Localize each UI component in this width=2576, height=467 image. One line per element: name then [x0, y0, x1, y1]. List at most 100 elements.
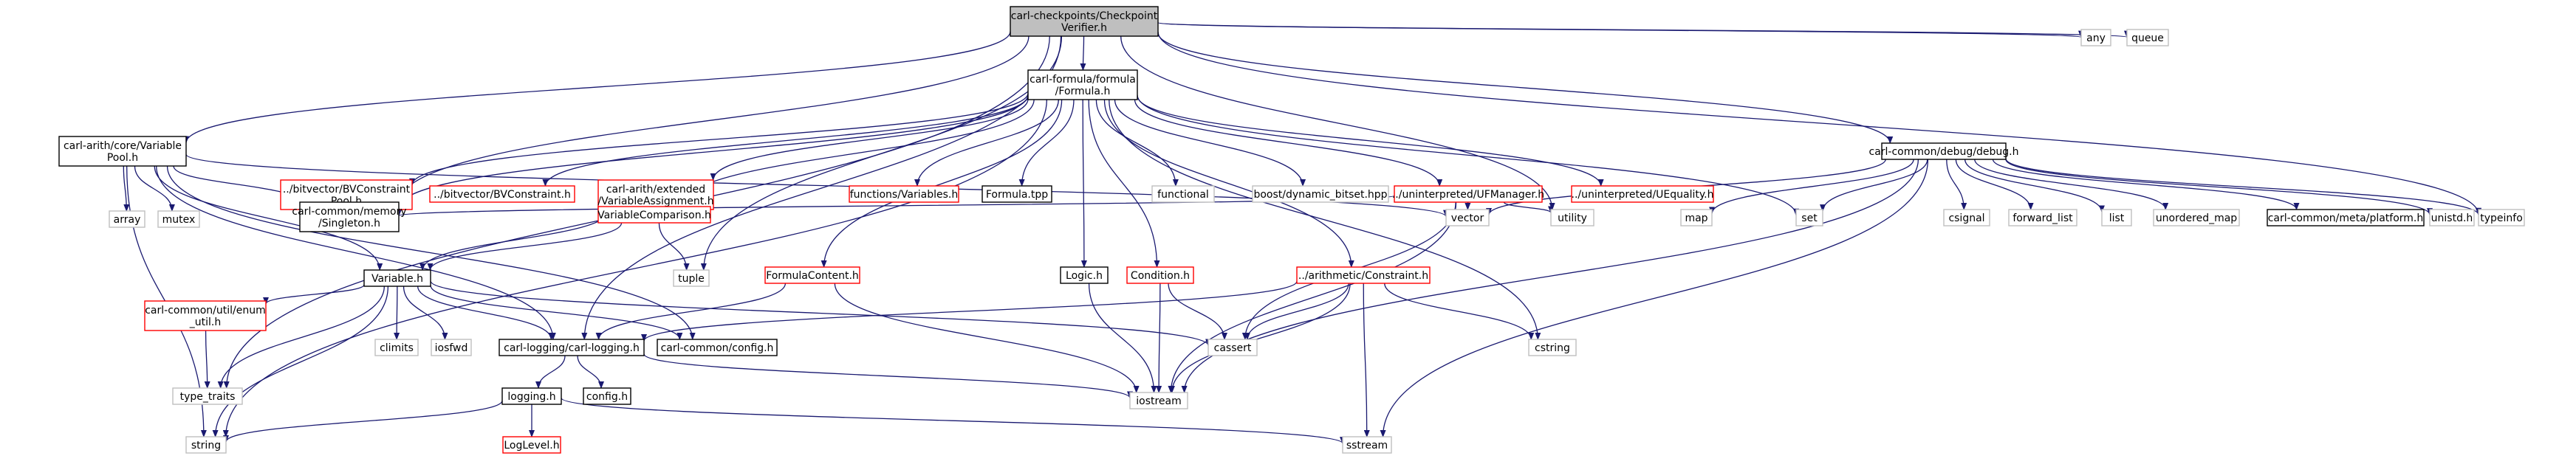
node-formulacontent[interactable]: FormulaContent.h	[764, 266, 860, 284]
node-label-bitset-0: boost/dynamic_bitset.hpp	[1253, 189, 1387, 201]
node-box-forward_list	[2008, 209, 2077, 226]
edge-condition-to-cassert	[1168, 283, 1227, 340]
node-label-climits-0: climits	[380, 342, 414, 354]
node-arithconstraint[interactable]: ../arithmetic/Constraint.h	[1296, 266, 1431, 284]
node-box-tuple	[673, 269, 710, 287]
edge-logging-to-sstream	[561, 397, 1346, 445]
edge-variable-to-cassert	[430, 280, 1211, 347]
node-enumutil[interactable]: carl-common/util/enum_util.h	[144, 300, 267, 331]
node-cassert: cassert	[1208, 339, 1258, 356]
node-iostream: iostream	[1129, 392, 1188, 409]
node-label-ufmanager-0: ../uninterpreted/UFManager.h	[1392, 189, 1544, 201]
node-label-uequality-0: ../uninterpreted/UEquality.h	[1572, 189, 1714, 201]
edge-debug-to-platform	[1992, 159, 2300, 210]
node-logic[interactable]: Logic.h	[1060, 266, 1109, 284]
node-box-loglevel	[502, 436, 561, 454]
node-label-formula-0: carl-formula/formula	[1030, 74, 1136, 86]
edge-arithconstraint-to-cstring	[1384, 283, 1535, 340]
node-box-varassign	[597, 179, 714, 210]
node-bvconstraint[interactable]: ../bitvector/BVConstraint.h	[429, 185, 575, 203]
node-label-logging-0: logging.h	[507, 391, 555, 403]
node-box-unordered_map	[2153, 209, 2240, 226]
node-label-sstream-0: sstream	[1346, 440, 1388, 452]
node-label-tuple-0: tuple	[678, 273, 705, 285]
edge-varpool-to-variable	[154, 165, 383, 271]
node-ufmanager[interactable]: ../uninterpreted/UFManager.h	[1392, 185, 1544, 203]
node-label-debug-0: carl-common/debug/debug.h	[1869, 146, 2019, 158]
node-varassign[interactable]: carl-arith/extended/VariableAssignment.h	[597, 179, 714, 210]
node-box-condition	[1126, 266, 1194, 284]
node-label-arithconstraint-0: ../arithmetic/Constraint.h	[1298, 270, 1428, 282]
node-variable[interactable]: Variable.h	[363, 269, 431, 287]
node-box-bvconstraint	[429, 185, 575, 203]
node-carllogging[interactable]: carl-logging/carl-logging.h	[499, 339, 645, 356]
node-formula[interactable]: carl-formula/formula/Formula.h	[1027, 69, 1138, 100]
node-platform[interactable]: carl-common/meta/platform.h	[2267, 209, 2425, 226]
node-label-type_traits-0: type_traits	[180, 391, 236, 403]
node-box-any	[2080, 29, 2111, 46]
node-box-varcomp	[597, 206, 711, 224]
node-box-formulacontent	[764, 266, 860, 284]
edge-carllogging-to-logging	[535, 355, 566, 389]
node-config[interactable]: carl-common/config.h	[657, 339, 778, 356]
node-label-bvconstraint-0: ../bitvector/BVConstraint.h	[434, 189, 571, 201]
node-label-utility-0: utility	[1558, 212, 1587, 224]
node-label-unordered_map-0: unordered_map	[2156, 212, 2237, 224]
node-logging[interactable]: logging.h	[501, 387, 562, 405]
edge-formula-to-funcvars	[914, 99, 1059, 187]
node-configh[interactable]: config.h	[583, 387, 631, 405]
edge-root-to-queue	[1157, 21, 2129, 38]
node-loglevel[interactable]: LogLevel.h	[502, 436, 561, 454]
node-singleton[interactable]: carl-common/memory/Singleton.h	[292, 201, 407, 232]
node-varcomp[interactable]: VariableComparison.h	[597, 206, 711, 224]
node-label-config-0: carl-common/config.h	[661, 342, 774, 354]
node-label-iosfwd-0: iosfwd	[435, 342, 468, 354]
node-box-utility	[1550, 209, 1594, 226]
edge-varcomp-to-tuple	[658, 222, 690, 271]
edge-condition-to-iostream	[1156, 283, 1162, 393]
node-label-root-0: carl-checkpoints/Checkpoint	[1011, 10, 1158, 22]
node-box-variable	[363, 269, 431, 287]
node-box-cassert	[1208, 339, 1258, 356]
node-queue: queue	[2126, 29, 2169, 46]
node-label-formula-1: /Formula.h	[1055, 86, 1111, 97]
node-box-singleton	[299, 201, 400, 232]
node-label-vector-0: vector	[1451, 212, 1484, 224]
node-label-cstring-0: cstring	[1535, 342, 1570, 354]
node-uequality[interactable]: ../uninterpreted/UEquality.h	[1571, 185, 1714, 203]
node-unordered_map: unordered_map	[2153, 209, 2240, 226]
edge-debug-to-set	[1820, 159, 1928, 212]
node-condition[interactable]: Condition.h	[1126, 266, 1194, 284]
edge-arithconstraint-to-cassert	[1244, 283, 1349, 340]
node-label-variable-0: Variable.h	[371, 273, 423, 285]
node-funcvars[interactable]: functions/Variables.h	[849, 185, 959, 203]
node-box-sstream	[1342, 436, 1392, 454]
node-formulatpp[interactable]: Formula.tpp	[982, 185, 1052, 203]
edge-debug-to-unistd	[2005, 159, 2433, 216]
edge-variable-to-string	[212, 286, 389, 437]
node-label-loglevel-0: LogLevel.h	[504, 440, 559, 452]
node-debug[interactable]: carl-common/debug/debug.h	[1869, 142, 2019, 160]
node-box-debug	[1881, 142, 2007, 160]
node-csignal: csignal	[1943, 209, 1990, 226]
node-box-unistd	[2429, 209, 2475, 226]
node-climits: climits	[374, 339, 419, 356]
node-tuple: tuple	[673, 269, 710, 287]
node-label-bvpool-0: ../bitvector/BVConstraint	[283, 184, 411, 196]
node-typeinfo: typeinfo	[2478, 209, 2525, 226]
node-box-type_traits	[172, 387, 243, 405]
node-label-csignal-0: csignal	[1948, 212, 1984, 224]
node-label-string-0: string	[191, 440, 221, 452]
edge-root-to-debug	[1157, 32, 1894, 144]
node-box-uequality	[1571, 185, 1714, 203]
edge-formula-to-cstring	[1109, 99, 1541, 340]
node-box-platform	[2267, 209, 2425, 226]
edge-formula-to-functional	[1095, 99, 1179, 187]
edge-formula-to-bitset	[1114, 99, 1306, 187]
node-label-varassign-1: /VariableAssignment.h	[597, 196, 713, 207]
edge-arithconstraint-to-iostream	[1168, 283, 1351, 393]
edge-arithconstraint-to-sstream	[1363, 283, 1370, 437]
